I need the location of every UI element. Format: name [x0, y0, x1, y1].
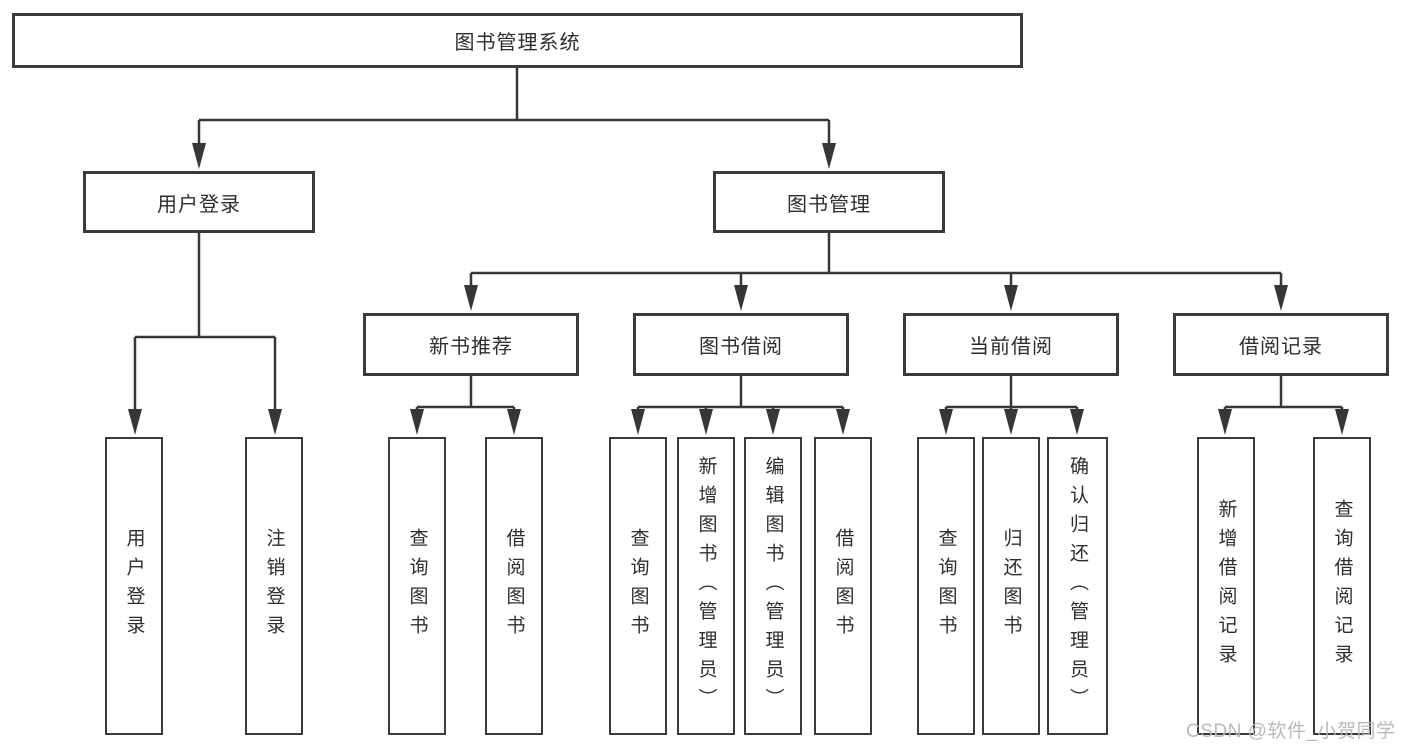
- leaf-record-add-borrow-record: 新增借阅记录: [1197, 437, 1255, 735]
- leaf-borrow-add-book-admin: 新增图书（管理员）: [677, 437, 735, 735]
- leaf-current-confirm-return-admin: 确认归还（管理员）: [1047, 437, 1108, 735]
- leaf-borrow-borrow-book: 借阅图书: [814, 437, 872, 735]
- leaf-label: 新增借阅记录: [1215, 499, 1237, 673]
- leaf-label: 确认归还（管理员）: [1067, 455, 1088, 717]
- leaf-label: 用户登录: [123, 528, 145, 644]
- leaf-record-query-borrow-record: 查询借阅记录: [1313, 437, 1371, 735]
- arrowheads: [128, 143, 1349, 435]
- leaf-label: 查询图书: [406, 528, 428, 644]
- leaf-label: 注销登录: [263, 528, 285, 644]
- node-borrow-record: 借阅记录: [1173, 313, 1389, 376]
- leaf-label: 归还图书: [1000, 528, 1022, 644]
- leaf-recommend-borrow-book: 借阅图书: [485, 437, 543, 735]
- leaf-current-query-book: 查询图书: [917, 437, 975, 735]
- leaf-label: 借阅图书: [832, 528, 854, 644]
- leaf-borrow-edit-book-admin: 编辑图书（管理员）: [744, 437, 802, 735]
- leaf-recommend-query-book: 查询图书: [388, 437, 446, 735]
- leaf-label: 新增图书（管理员）: [695, 455, 717, 717]
- node-current-borrow: 当前借阅: [903, 313, 1119, 376]
- leaf-label: 查询图书: [627, 528, 649, 644]
- leaf-label: 借阅图书: [503, 528, 525, 644]
- leaf-borrow-query-book: 查询图书: [609, 437, 667, 735]
- leaf-label: 查询借阅记录: [1331, 499, 1353, 673]
- leaf-label: 编辑图书（管理员）: [762, 455, 784, 717]
- leaf-current-return-book: 归还图书: [982, 437, 1040, 735]
- node-book-borrow: 图书借阅: [633, 313, 849, 376]
- node-user-login: 用户登录: [83, 171, 315, 233]
- node-new-book-recommend: 新书推荐: [363, 313, 579, 376]
- leaf-label: 查询图书: [935, 528, 957, 644]
- csdn-watermark: CSDN @软件_小贺同学: [1186, 721, 1396, 742]
- leaf-user-login: 用户登录: [105, 437, 163, 735]
- node-book-management: 图书管理: [713, 171, 945, 233]
- leaf-logout: 注销登录: [245, 437, 303, 735]
- node-root: 图书管理系统: [12, 13, 1023, 68]
